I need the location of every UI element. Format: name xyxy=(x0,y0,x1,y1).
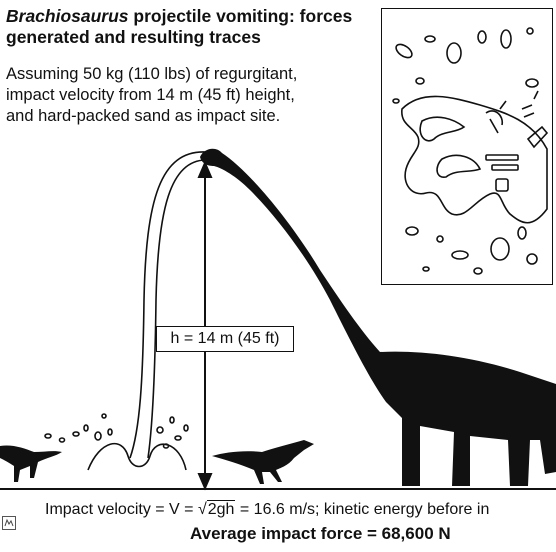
sqrt-sign: √ xyxy=(197,501,207,518)
average-impact-force: Average impact force = 68,600 N xyxy=(190,524,451,543)
title-line2: generated and resulting traces xyxy=(6,27,261,47)
scene-illustration xyxy=(0,148,556,491)
theropod-right-icon xyxy=(212,440,314,484)
corner-logo-icon xyxy=(2,516,16,530)
title-italic-genus: Brachiosaurus xyxy=(6,6,129,26)
splatter-trace-icon xyxy=(392,27,549,275)
sqrt-radicand: 2gh xyxy=(206,500,236,518)
impact-velocity-formula: Impact velocity = V = √2gh = 16.6 m/s; k… xyxy=(45,500,489,520)
formula-suffix: = 16.6 m/s; kinetic energy before in xyxy=(235,501,490,518)
assumption-line-1: Assuming 50 kg (110 lbs) of regurgitant, xyxy=(6,65,298,83)
formula-prefix: Impact velocity = V = xyxy=(45,501,198,518)
height-label: h = 14 m (45 ft) xyxy=(156,326,294,352)
corner-mark-icon xyxy=(4,518,14,527)
diagram-title: Brachiosaurus projectile vomiting: force… xyxy=(6,6,376,48)
title-line1-rest: projectile vomiting: forces xyxy=(128,6,353,26)
trace-inset-panel xyxy=(381,8,553,285)
assumptions-text: Assuming 50 kg (110 lbs) of regurgitant,… xyxy=(6,64,376,127)
assumption-line-3: and hard-packed sand as impact site. xyxy=(6,107,281,125)
brachiosaurus-silhouette-icon xyxy=(200,148,556,486)
theropod-left-icon xyxy=(0,445,62,482)
assumption-line-2: impact velocity from 14 m (45 ft) height… xyxy=(6,86,295,104)
vomit-arc-icon xyxy=(44,151,207,471)
